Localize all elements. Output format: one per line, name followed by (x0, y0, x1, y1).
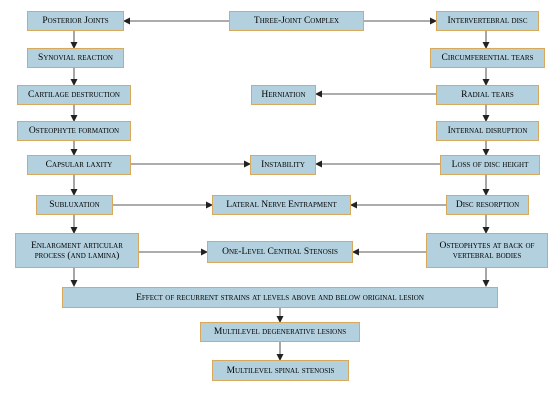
node-subluxation: Subluxation (36, 195, 113, 215)
node-osteophytes-back-vertebral: Osteophytes at back of vertebral bodies (426, 233, 548, 268)
node-enlargment-articular-process: Enlargment articular process (and lamina… (15, 233, 139, 268)
node-circumferential-tears: Circumferential tears (430, 48, 545, 68)
node-osteophyte-formation: Osteophyte formation (17, 121, 131, 141)
node-cartilage-destruction: Cartilage destruction (17, 85, 131, 105)
node-posterior-joints: Posterior Joints (27, 11, 124, 31)
node-capsular-laxity: Capsular laxity (27, 155, 131, 175)
node-effect-recurrent-strains: Effect of recurrent strains at levels ab… (62, 287, 498, 308)
node-lateral-nerve-entrapment: Lateral Nerve Entrapment (212, 195, 351, 215)
node-loss-of-disc-height: Loss of disc height (440, 155, 540, 175)
node-three-joint-complex: Three-Joint Complex (229, 11, 364, 31)
node-one-level-central-stenosis: One-Level Central Stenosis (207, 241, 353, 263)
node-intervertebral-disc: Intervertebral disc (436, 11, 539, 31)
node-internal-disruption: Internal disruption (436, 121, 539, 141)
node-multilevel-spinal-stenosis: Multilevel spinal stenosis (212, 360, 349, 381)
node-instability: Instability (250, 155, 316, 175)
node-radial-tears: Radial tears (436, 85, 539, 105)
node-multilevel-degenerative-lesions: Multilevel degenerative lesions (200, 322, 360, 342)
node-herniation: Herniation (251, 85, 316, 105)
node-disc-resorption: Disc resorption (446, 195, 529, 215)
node-synovial-reaction: Synovial reaction (27, 48, 124, 68)
